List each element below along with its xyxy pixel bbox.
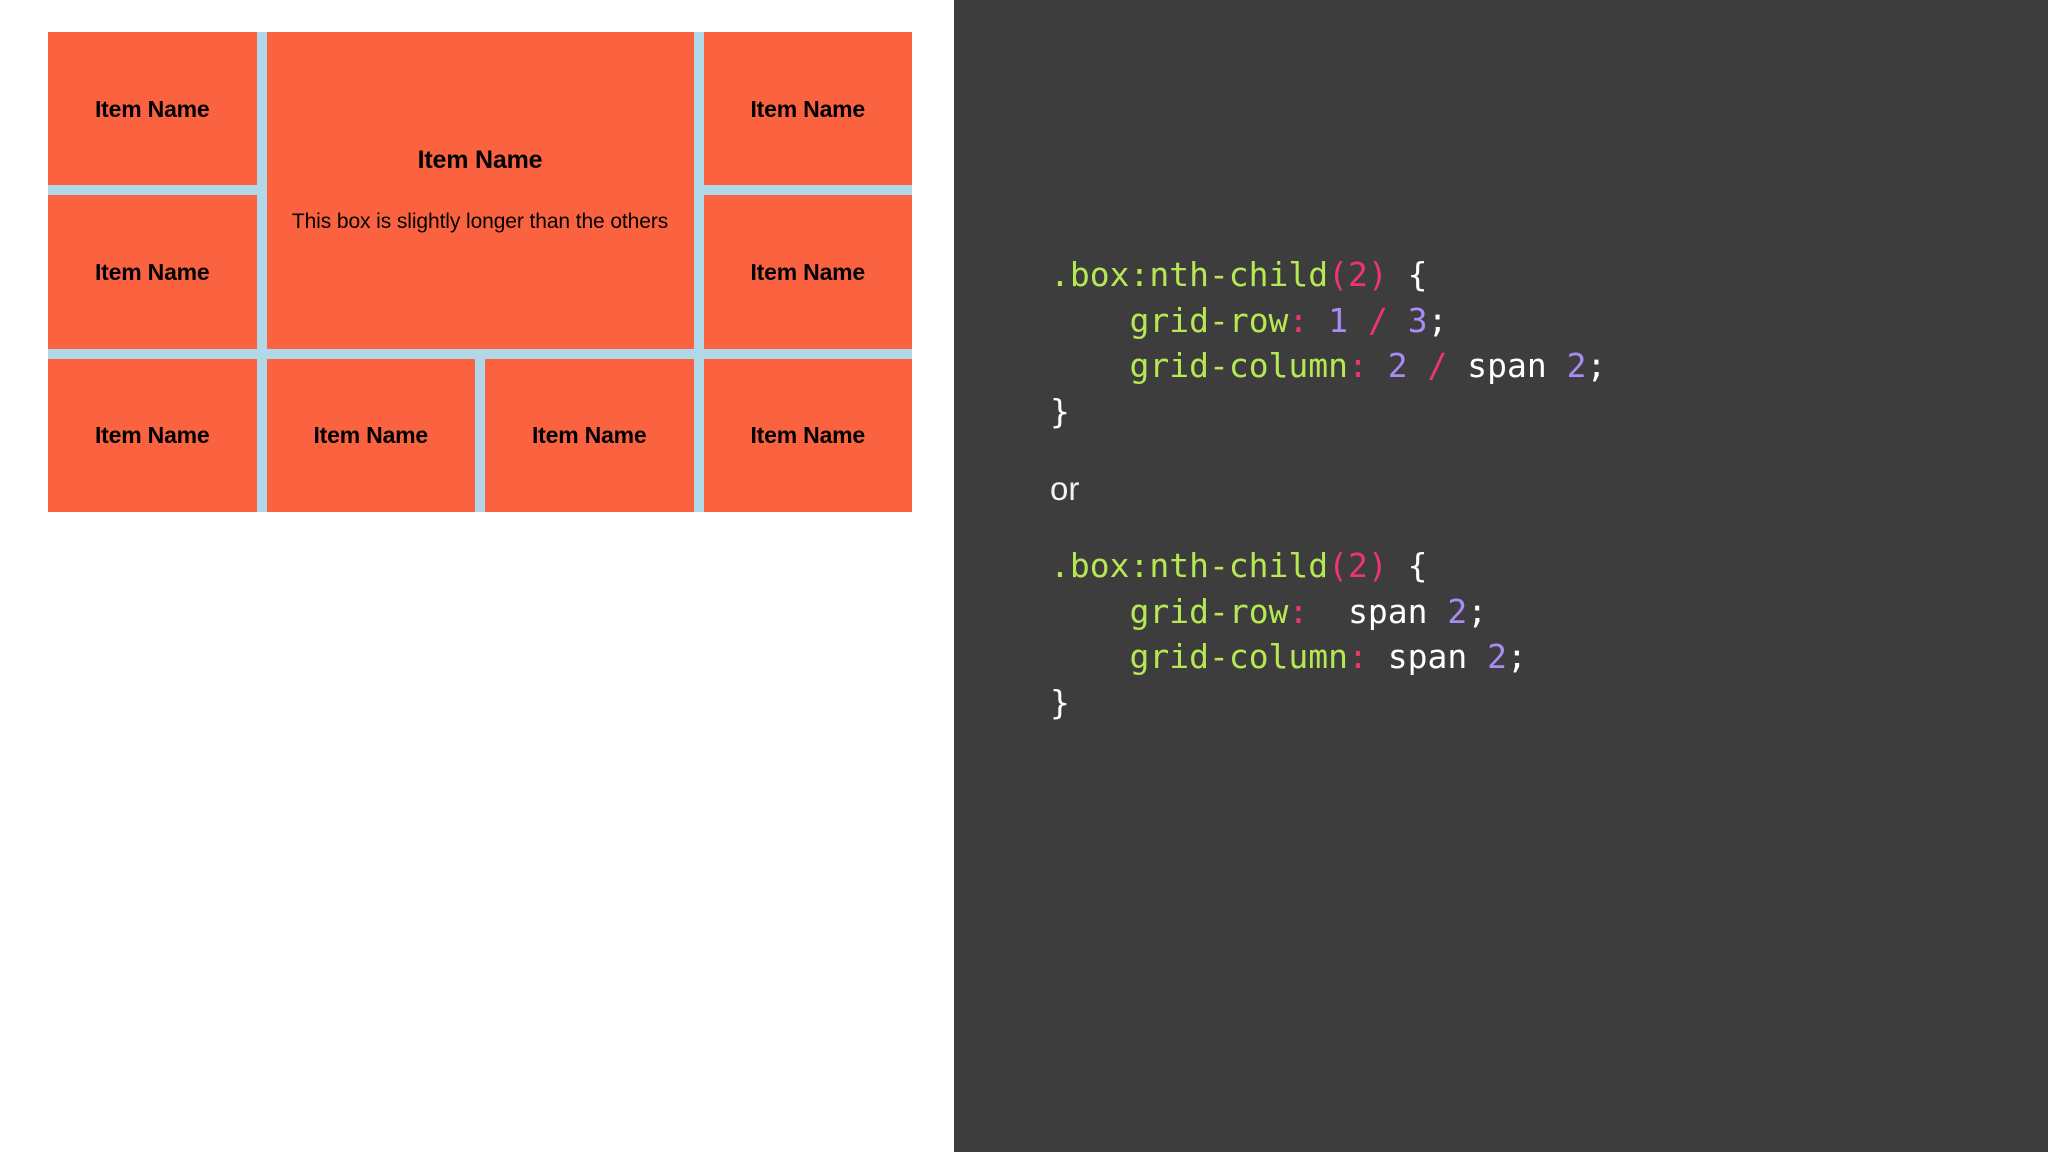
grid-item-title: Item Name bbox=[313, 422, 429, 449]
grid-item-title: Item Name bbox=[531, 422, 647, 449]
selector-argument: 2 bbox=[1348, 255, 1368, 294]
grid-item-8: Item Name bbox=[485, 358, 694, 512]
grid-column-span-count: 2 bbox=[1566, 346, 1587, 386]
grid-row-span-count: 2 bbox=[1447, 591, 1468, 631]
grid-item-title: Item Name bbox=[94, 95, 210, 122]
colon: : bbox=[1288, 300, 1309, 340]
grid-item-7: Item Name bbox=[266, 358, 475, 512]
span-keyword: span bbox=[1467, 346, 1547, 386]
grid-item-title: Item Name bbox=[750, 422, 866, 449]
grid-item-4: Item Name bbox=[48, 195, 257, 349]
brace-close: } bbox=[1050, 391, 1070, 431]
span-keyword: span bbox=[1387, 637, 1468, 677]
span-keyword: span bbox=[1348, 591, 1428, 631]
grid-preview-pane: Item Name Item Name This box is slightly… bbox=[0, 0, 954, 1152]
grid-column-span-count: 2 bbox=[1487, 637, 1508, 677]
brace-open: { bbox=[1407, 546, 1428, 586]
code-stack: .box:nth-child(2) { grid-row: 1 / 3; gri… bbox=[1050, 252, 1990, 725]
grid-container: Item Name Item Name This box is slightly… bbox=[48, 32, 912, 512]
semicolon: ; bbox=[1586, 346, 1607, 386]
grid-item-title: Item Name bbox=[94, 258, 210, 285]
semicolon: ; bbox=[1507, 637, 1527, 677]
code-block-explicit-lines: .box:nth-child(2) { grid-row: 1 / 3; gri… bbox=[1050, 252, 1990, 434]
selector-paren-close: ) bbox=[1367, 255, 1388, 294]
semicolon: ; bbox=[1467, 591, 1488, 631]
css-selector: .box:nth-child bbox=[1050, 546, 1329, 586]
grid-item-title: Item Name bbox=[94, 422, 210, 449]
colon: : bbox=[1288, 591, 1309, 631]
semicolon: ; bbox=[1427, 300, 1448, 340]
css-property-grid-row: grid-row bbox=[1129, 591, 1289, 631]
selector-paren-open: ( bbox=[1328, 255, 1349, 294]
value-slash: / bbox=[1367, 300, 1388, 340]
selector-argument: 2 bbox=[1348, 546, 1368, 586]
grid-row-end: 3 bbox=[1407, 300, 1428, 340]
grid-column-start: 2 bbox=[1387, 346, 1408, 386]
css-selector: .box:nth-child bbox=[1050, 255, 1329, 294]
css-property-grid-row: grid-row bbox=[1129, 300, 1289, 340]
colon: : bbox=[1348, 637, 1368, 677]
grid-item-6: Item Name bbox=[48, 358, 257, 512]
css-property-grid-column: grid-column bbox=[1129, 346, 1349, 386]
colon: : bbox=[1348, 346, 1368, 386]
grid-item-title: Item Name bbox=[750, 258, 866, 285]
selector-paren-open: ( bbox=[1328, 546, 1349, 586]
code-block-span-shorthand: .box:nth-child(2) { grid-row: span 2; gr… bbox=[1050, 543, 1990, 725]
grid-item-9: Item Name bbox=[703, 358, 912, 512]
grid-item-1: Item Name bbox=[48, 32, 257, 186]
grid-item-5: Item Name bbox=[703, 195, 912, 349]
grid-item-3: Item Name bbox=[703, 32, 912, 186]
selector-paren-close: ) bbox=[1367, 546, 1388, 586]
grid-item-title: Item Name bbox=[417, 145, 543, 174]
grid-item-note: This box is slightly longer than the oth… bbox=[291, 210, 669, 234]
grid-row-start: 1 bbox=[1328, 300, 1349, 340]
code-pane: .box:nth-child(2) { grid-row: 1 / 3; gri… bbox=[954, 0, 2048, 1152]
grid-item-2-spanning: Item Name This box is slightly longer th… bbox=[266, 32, 694, 349]
brace-close: } bbox=[1050, 682, 1070, 722]
or-separator-label: or bbox=[1050, 470, 1080, 508]
css-property-grid-column: grid-column bbox=[1129, 637, 1349, 677]
grid-item-title: Item Name bbox=[750, 95, 866, 122]
brace-open: { bbox=[1407, 255, 1428, 294]
value-slash: / bbox=[1427, 346, 1448, 386]
